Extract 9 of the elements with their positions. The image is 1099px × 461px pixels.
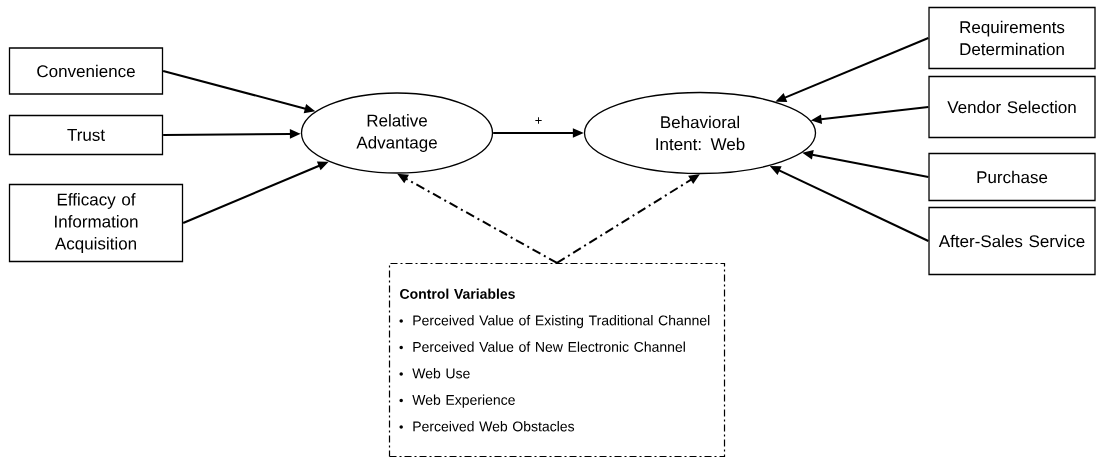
construct-box: Efficacy of Information Acquisition [8, 183, 184, 263]
construct-box: Vendor Selection [928, 75, 1096, 139]
control-variables-box: Control Variables Perceived Value of Existing Traditional Channel Perceived Value of New Electronic Channel Web Use Web Experience Perceived Web Obstacles [388, 262, 726, 458]
construct-box: Convenience [8, 47, 164, 95]
construct-box: Requirements Determination [928, 6, 1096, 70]
edge-label: + [533, 116, 544, 126]
construct-box: After-Sales Service [928, 206, 1096, 276]
construct-box: Trust [8, 114, 164, 156]
construct-box: Purchase [928, 152, 1096, 202]
